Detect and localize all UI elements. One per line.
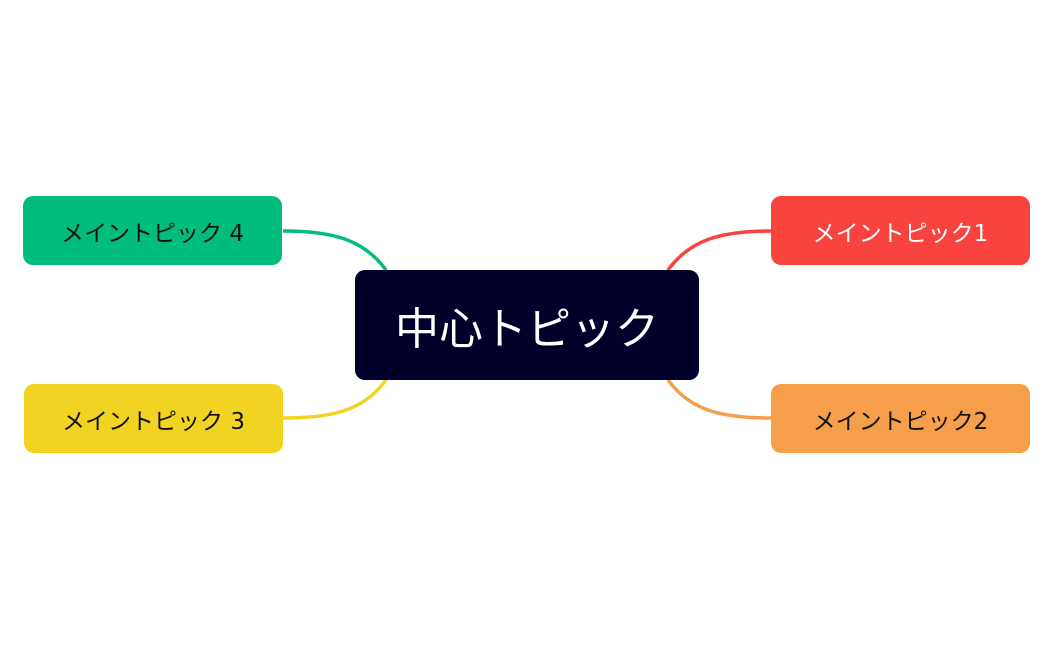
main-topic-4-label: メイントピック 4 [61, 220, 244, 247]
main-topic-2-node[interactable]: メイントピック2 [771, 384, 1030, 453]
main-topic-2-label: メイントピック2 [812, 408, 989, 435]
connector-topic-1 [666, 229, 772, 272]
connector-topic-4 [282, 229, 388, 272]
central-topic-label: 中心トピック [395, 304, 659, 355]
connector-topic-2 [666, 378, 772, 420]
main-topic-3-label: メイントピック 3 [62, 408, 245, 435]
main-topic-4-node[interactable]: メイントピック 4 [23, 196, 282, 265]
connector-topic-3 [282, 378, 388, 420]
main-topic-1-label: メイントピック1 [812, 220, 989, 247]
central-topic-node[interactable]: 中心トピック [355, 270, 699, 380]
main-topic-3-node[interactable]: メイントピック 3 [24, 384, 283, 453]
main-topic-1-node[interactable]: メイントピック1 [771, 196, 1030, 265]
